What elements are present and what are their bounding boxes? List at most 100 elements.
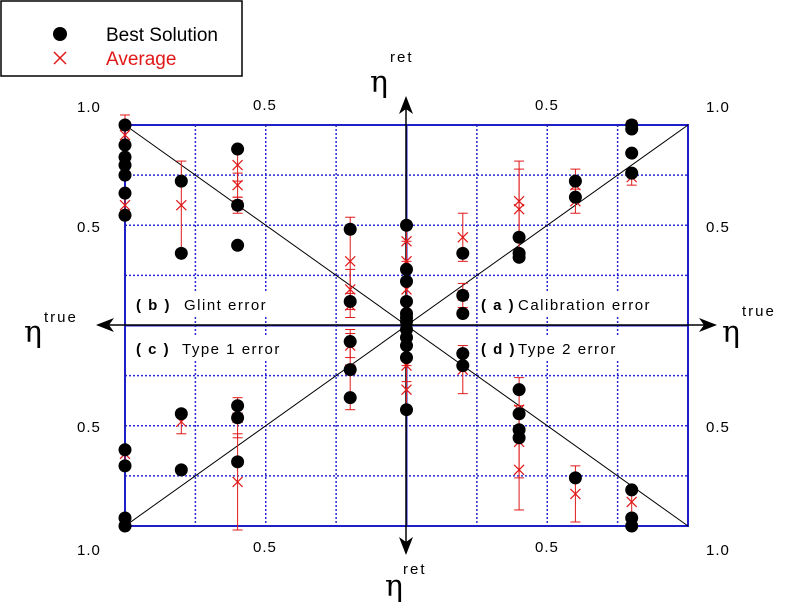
best-solution-point (625, 146, 639, 160)
tick-right-lower-mid: 0.5 (706, 419, 730, 436)
quadrant-a-label: Calibration error (518, 297, 651, 314)
best-solution-point (456, 347, 470, 361)
best-solution-point (231, 142, 245, 156)
average-point (344, 283, 356, 295)
average-point (401, 384, 412, 396)
best-solution-point (231, 399, 245, 413)
best-solution-point (456, 359, 470, 373)
tick-right-upper-mid: 0.5 (706, 219, 730, 236)
average-point (175, 199, 187, 211)
best-solution-point (118, 186, 132, 200)
average-marker-stroke (457, 231, 469, 243)
average-marker-stroke (401, 384, 412, 396)
axis-label-top: η ret (370, 49, 412, 100)
best-solution-point (625, 166, 639, 180)
best-solution-point (118, 118, 132, 132)
legend-average-label: Average (106, 49, 176, 70)
best-solution-point (118, 138, 132, 152)
tick-top-right-mid: 0.5 (535, 97, 559, 114)
axis-label-right-eta: η (722, 315, 740, 350)
best-solution-point (174, 463, 188, 477)
average-marker-stroke (569, 488, 581, 500)
best-solution-point (568, 471, 582, 485)
best-solution-point (231, 411, 245, 425)
tick-bottom-left-mid: 0.5 (253, 539, 277, 556)
best-solution-point (456, 306, 470, 320)
average-marker-stroke (344, 283, 356, 295)
best-solution-point (512, 407, 526, 421)
average-marker-stroke (232, 159, 244, 171)
tick-top-right-corner: 1.0 (706, 99, 730, 116)
best-solution-point (118, 158, 132, 172)
best-solution-point (400, 262, 413, 276)
average-marker-stroke (175, 199, 187, 211)
legend: Best Solution Average (0, 0, 243, 77)
best-solution-point (118, 459, 132, 473)
best-solution-point (343, 294, 357, 308)
average-marker-stroke (119, 129, 131, 141)
best-solution-point (512, 383, 526, 397)
tick-left-lower-mid: 0.5 (77, 419, 101, 436)
best-solution-point (625, 519, 639, 533)
axis-label-right-sup: true (742, 303, 776, 320)
average-point (119, 199, 131, 211)
tick-bottom-right-mid: 0.5 (535, 539, 559, 556)
best-solution-point (400, 274, 413, 288)
legend-best-marker (53, 27, 67, 41)
average-point (513, 464, 525, 476)
axis-label-left-eta: η (24, 315, 42, 350)
average-marker-stroke (626, 496, 638, 508)
axis-label-bottom-sup: ret (403, 561, 427, 578)
best-solution-point (568, 190, 582, 204)
axis-label-bottom-eta: η (385, 569, 403, 603)
best-solution-point (118, 443, 132, 457)
best-solution-point (343, 363, 357, 377)
best-solution-point (400, 351, 413, 365)
best-solution-point (343, 335, 357, 349)
best-solution-point (456, 288, 470, 302)
average-marker-stroke (344, 255, 356, 267)
best-solution-point (343, 391, 357, 405)
best-solution-point (118, 168, 132, 182)
best-solution-point (231, 198, 245, 212)
average-marker-stroke (119, 199, 131, 211)
quadrant-c-tag: ( c ) (136, 341, 170, 358)
best-solution-point (625, 483, 639, 497)
tick-top-left-corner: 1.0 (77, 99, 101, 116)
average-marker-stroke (232, 179, 244, 191)
legend-box (0, 0, 243, 77)
average-point (569, 488, 581, 500)
best-solution-point (400, 218, 413, 232)
quadrant-label-c: ( c ) Type 1 error (127, 336, 311, 360)
average-point (232, 179, 244, 191)
average-point (626, 496, 638, 508)
tick-top-left-mid: 0.5 (253, 97, 277, 114)
best-solution-point (512, 431, 526, 445)
best-solution-point (400, 403, 413, 417)
best-solution-point (118, 208, 132, 222)
quadrant-b-tag: ( b ) (136, 297, 171, 314)
average-marker-stroke (513, 464, 525, 476)
average-point (457, 231, 469, 243)
quadrant-label-b: ( b ) Glint error (127, 292, 293, 316)
best-solution-point (174, 246, 188, 260)
axis-label-left: η true (24, 309, 76, 350)
average-marker-stroke (513, 203, 525, 215)
best-solution-point (174, 174, 188, 188)
best-solution-point (174, 407, 188, 421)
best-solution-point (400, 294, 413, 308)
average-marker-stroke (232, 476, 244, 488)
quadrant-d-label: Type 2 error (518, 341, 617, 358)
quadrant-c-label: Type 1 error (182, 341, 281, 358)
tick-bottom-right-corner: 1.0 (706, 542, 730, 559)
series-best-solution (118, 118, 639, 533)
best-solution-point (568, 174, 582, 188)
quadrant-d-tag: ( d ) (481, 341, 516, 358)
axis-label-top-eta: η (370, 65, 388, 100)
quadrant-b-label: Glint error (184, 297, 267, 314)
tick-bottom-left-corner: 1.0 (77, 542, 101, 559)
average-point (513, 203, 525, 215)
average-point (344, 255, 356, 267)
best-solution-point (343, 222, 357, 236)
